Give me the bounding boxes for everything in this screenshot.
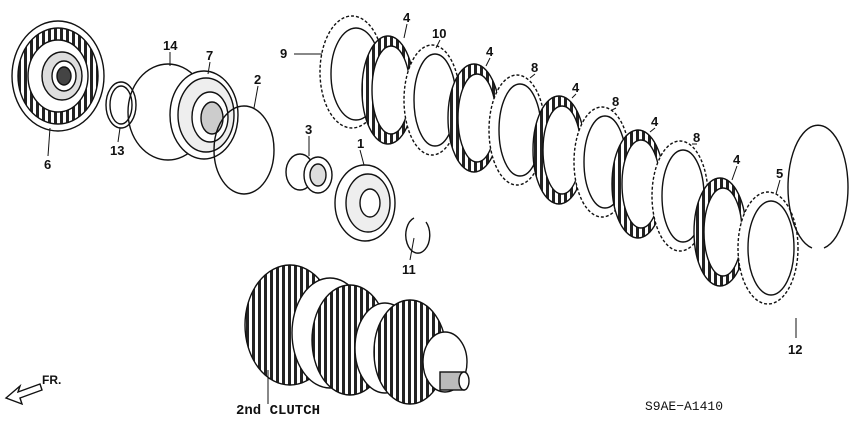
label-part-4b: 4: [486, 44, 494, 59]
part-labels: 6 13 14 7 2 3 1 11 9 4 10 4 8 4 8 4 8 4 …: [44, 10, 802, 357]
label-part-3: 3: [305, 122, 312, 137]
label-part-2: 2: [254, 72, 261, 87]
label-part-10: 10: [432, 26, 446, 41]
snap-ring-13: [105, 81, 137, 129]
leader-lines: [47, 23, 797, 404]
clutch-drum-part: [11, 20, 105, 132]
clutch-disc-stack: [361, 35, 799, 305]
label-part-4a: 4: [403, 10, 411, 25]
piston-part: [169, 70, 239, 160]
label-part-11: 11: [402, 262, 416, 277]
label-part-4d: 4: [651, 114, 659, 129]
snap-ring-11: [405, 217, 431, 254]
label-part-7: 7: [206, 48, 213, 63]
label-part-14: 14: [163, 38, 178, 53]
clutch-disc-4c: [532, 95, 586, 205]
diagram-code: S9AE−A1410: [645, 399, 723, 414]
label-part-13: 13: [110, 143, 124, 158]
clutch-disc-4e: [693, 177, 747, 287]
front-label: FR.: [42, 373, 61, 387]
clutch-plate-8a: [488, 74, 546, 186]
label-part-1: 1: [357, 136, 364, 151]
label-part-8c: 8: [693, 130, 700, 145]
front-arrow-icon: [4, 383, 43, 406]
front-direction-indicator: FR.: [4, 373, 61, 406]
label-part-9: 9: [280, 46, 287, 61]
label-part-5: 5: [776, 166, 783, 181]
label-part-12: 12: [788, 342, 802, 357]
mainshaft-assembly: [244, 264, 470, 405]
spring-seat-part: [334, 164, 396, 242]
label-part-6: 6: [44, 157, 51, 172]
assembly-caption: 2nd CLUTCH: [236, 403, 320, 419]
clutch-disc-4a: [361, 35, 415, 145]
snap-ring-12: [787, 124, 849, 249]
o-ring-2: [213, 105, 275, 195]
end-plate-5: [737, 191, 799, 305]
label-part-8a: 8: [531, 60, 538, 75]
label-part-4e: 4: [733, 152, 741, 167]
label-part-4c: 4: [572, 80, 580, 95]
return-spring-part: [285, 153, 333, 194]
clutch-plate-10: [403, 44, 461, 156]
label-part-8b: 8: [612, 94, 619, 109]
